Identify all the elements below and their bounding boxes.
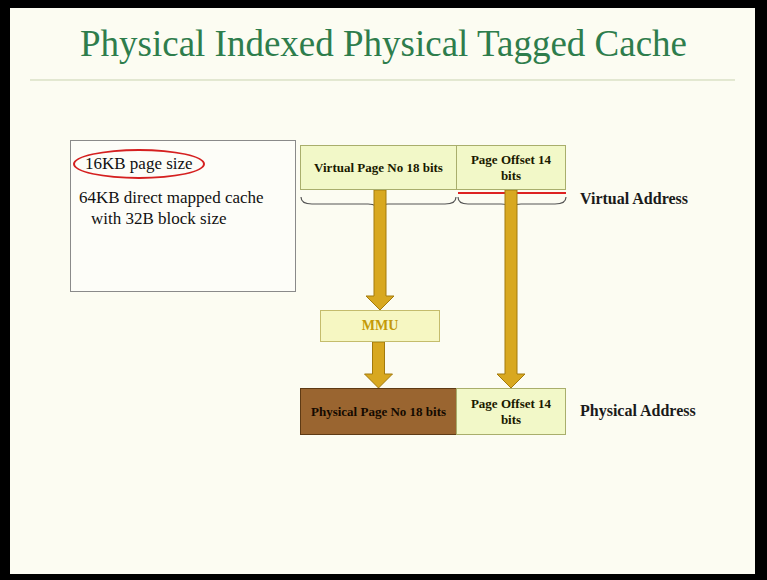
block-arrow	[366, 190, 394, 310]
block-arrow	[497, 190, 525, 388]
circled-note: 16KB page size	[73, 149, 205, 179]
field-text: MMU	[362, 318, 399, 334]
address-field: Virtual Page No 18 bits	[300, 145, 457, 190]
slide-title: Physical Indexed Physical Tagged Cache	[20, 22, 747, 65]
field-text: Page Offset 14 bits	[463, 396, 559, 428]
address-field: Physical Page No 18 bits	[300, 388, 457, 435]
info-box: 16KB page size 64KB direct mapped cache w…	[70, 140, 296, 292]
address-label: Physical Address	[580, 402, 696, 420]
field-text: Page Offset 14 bits	[463, 152, 559, 184]
address-field: Page Offset 14 bits	[456, 388, 566, 435]
block-arrow	[365, 342, 393, 388]
address-field: Page Offset 14 bits	[456, 145, 566, 190]
field-text: Physical Page No 18 bits	[311, 404, 446, 420]
address-label: Virtual Address	[580, 190, 688, 208]
title-rule	[30, 80, 735, 81]
note-text: 64KB direct mapped cache with 32B block …	[79, 187, 287, 229]
mmu-box: MMU	[320, 310, 440, 342]
field-text: Virtual Page No 18 bits	[314, 160, 443, 176]
